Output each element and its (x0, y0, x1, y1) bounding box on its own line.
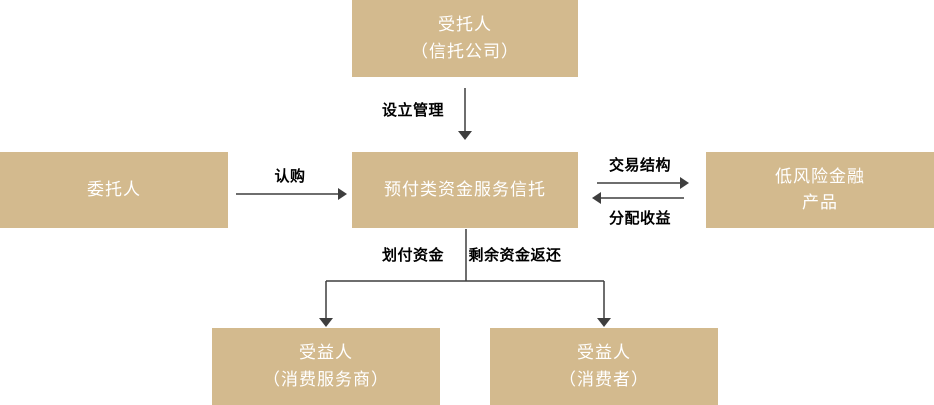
node-beneficiary-consumer: 受益人 （消费者） (490, 328, 718, 405)
node-principal-title: 委托人 (87, 179, 141, 199)
node-trust-title: 预付类资金服务信托 (384, 179, 546, 199)
node-products: 低风险金融 产品 (706, 152, 934, 228)
node-products-subtitle: 产品 (802, 193, 838, 212)
edge-label-distribute-income: 分配收益 (608, 210, 671, 227)
edge-label-refund-remaining: 剩余资金返还 (468, 247, 562, 264)
node-trustee: 受托人 （信托公司） (352, 0, 578, 77)
node-trustee-title: 受托人 (438, 15, 492, 35)
edge-label-establish-manage: 设立管理 (381, 102, 444, 119)
edge-label-subscribe: 认购 (274, 168, 306, 185)
connector-subscribe (236, 188, 347, 200)
node-beneficiary-provider-subtitle: （消费服务商） (263, 369, 389, 389)
connector-transaction (597, 177, 689, 189)
node-products-title: 低风险金融 (775, 166, 865, 186)
node-trust: 预付类资金服务信托 (352, 152, 578, 228)
connector-establish-manage (458, 88, 472, 140)
node-beneficiary-provider: 受益人 （消费服务商） (212, 328, 440, 405)
node-beneficiary-provider-title: 受益人 (299, 343, 353, 363)
edge-label-transaction: 交易结构 (608, 157, 671, 174)
connector-beneficiaries-branch (319, 229, 611, 327)
node-beneficiary-consumer-title: 受益人 (577, 343, 631, 363)
connector-distribute-income (592, 192, 684, 204)
edge-label-transfer-funds: 划付资金 (381, 247, 444, 264)
node-trustee-subtitle: （信托公司） (411, 41, 519, 61)
node-principal: 委托人 (0, 152, 228, 228)
node-beneficiary-consumer-subtitle: （消费者） (559, 369, 649, 389)
